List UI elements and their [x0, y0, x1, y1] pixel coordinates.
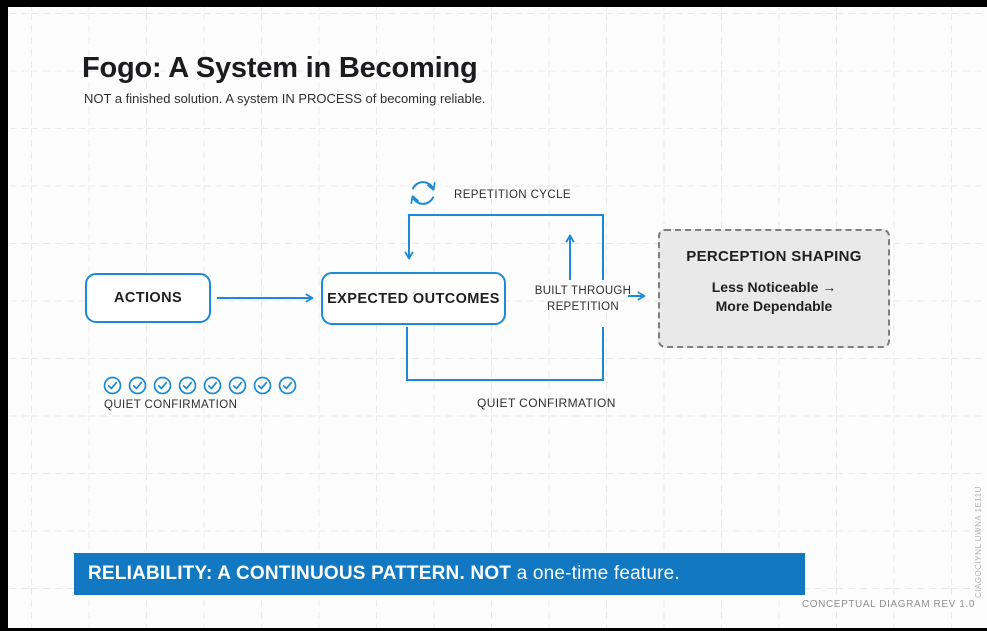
perception-shaping-panel: PERCEPTION SHAPING Less Noticeable → Mor…: [658, 229, 890, 348]
check-circle-icon: [128, 376, 147, 395]
actions-node: ACTIONS: [85, 273, 211, 323]
repetition-cycle-label: REPETITION CYCLE: [454, 189, 571, 201]
check-circle-icon: [228, 376, 247, 395]
perception-line1: Less Noticeable →: [711, 279, 837, 295]
built-through-repetition-label: BUILT THROUGH REPETITION: [523, 283, 643, 315]
page-subtitle: NOT a finished solution. A system IN PRO…: [84, 91, 486, 106]
check-circle-icon: [153, 376, 172, 395]
quiet-confirmation-checkmarks: [103, 376, 297, 395]
banner-regular-text: a one-time feature.: [511, 563, 680, 584]
revision-note: CONCEPTUAL DIAGRAM REV 1.0: [801, 599, 975, 610]
side-watermark: CIAGOCIYNL UWNA 1E11U: [974, 486, 983, 598]
banner-bold-text: RELIABILITY: A CONTINUOUS PATTERN. NOT: [88, 563, 512, 584]
perception-shaping-text: Less Noticeable → More Dependable: [660, 278, 888, 316]
quiet-confirmation-left-label: QUIET CONFIRMATION: [104, 399, 238, 411]
page-title: Fogo: A System in Becoming: [82, 52, 478, 84]
check-circle-icon: [178, 376, 197, 395]
built-through-line1: BUILT THROUGH: [534, 285, 632, 297]
perception-shaping-title: PERCEPTION SHAPING: [686, 248, 862, 265]
check-circle-icon: [103, 376, 122, 395]
built-through-line2: REPETITION: [546, 301, 619, 314]
quiet-confirmation-middle-label: QUIET CONFIRMATION: [477, 396, 616, 410]
perception-line2: More Dependable: [715, 297, 833, 314]
check-circle-icon: [203, 376, 222, 395]
reliability-banner: RELIABILITY: A CONTINUOUS PATTERN. NOT a…: [74, 553, 805, 595]
check-circle-icon: [278, 376, 297, 395]
check-circle-icon: [253, 376, 272, 395]
expected-outcomes-node: EXPECTED OUTCOMES: [321, 272, 506, 325]
